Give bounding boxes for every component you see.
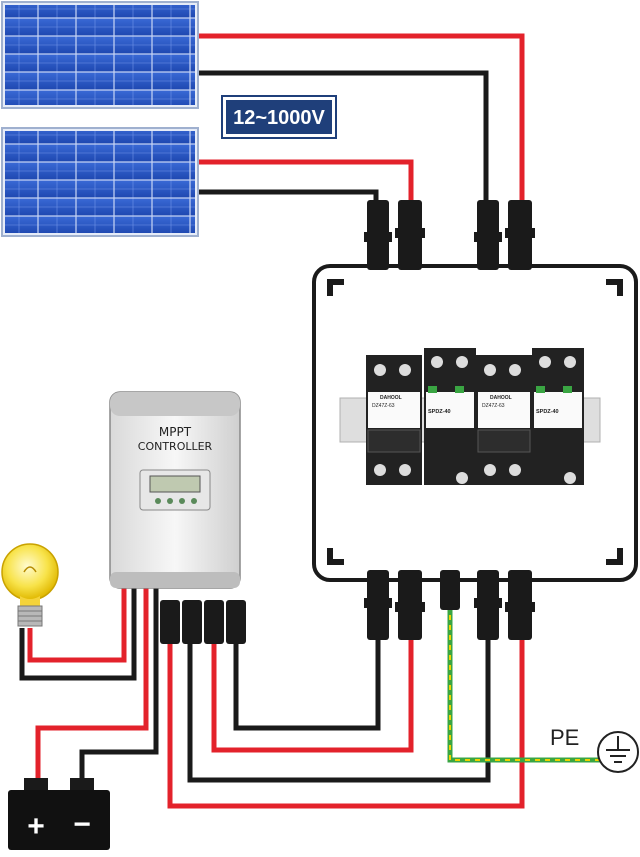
lcd-screen (149, 475, 201, 493)
ground-symbol-icon (597, 731, 639, 773)
solar-panel-icon (1, 1, 199, 109)
wire-panel2-positive (198, 159, 414, 200)
battery-positive-label: + (27, 810, 45, 843)
solar-panel-icon (1, 127, 199, 237)
battery-negative-label: − (73, 808, 91, 841)
breaker-model-label: DZ47Z-63 (372, 403, 395, 409)
brand-label: DAHOOL (380, 395, 402, 401)
wire-out2-positive (167, 625, 525, 809)
wire-panel2-negative (198, 189, 379, 200)
controller-title-line1: MPPT (159, 425, 192, 439)
spd-module: DAHOOL DZ47Z-63 SPDZ-40 (366, 348, 476, 485)
wire-panel1-negative (198, 70, 489, 200)
pe-label: PE (550, 725, 579, 750)
spd-model-label: SPDZ-40 (428, 409, 451, 415)
voltage-badge: 12~1000V (221, 95, 337, 139)
wire-bulb-negative (19, 583, 137, 681)
wire-out2-negative (187, 625, 491, 783)
brand-label: DAHOOL (490, 395, 512, 401)
battery-icon: + − (8, 778, 110, 850)
wire-bulb-positive (27, 583, 127, 663)
wire-out1-positive (211, 625, 414, 753)
wire-battery-negative (79, 583, 159, 780)
breaker-model-label: DZ47Z-63 (482, 403, 505, 409)
spd-module: DAHOOL DZ47Z-63 SPDZ-40 (476, 348, 584, 485)
mc4-connector-icon (160, 200, 535, 644)
mppt-controller: MPPT CONTROLLER (109, 391, 241, 589)
wire-panel1-positive (198, 33, 525, 200)
light-bulb-icon (1, 543, 59, 627)
voltage-label: 12~1000V (233, 107, 325, 129)
wire-out1-negative (233, 625, 381, 731)
spd-model-label: SPDZ-40 (536, 409, 559, 415)
controller-title-line2: CONTROLLER (138, 440, 213, 453)
wire-battery-positive (35, 583, 149, 780)
